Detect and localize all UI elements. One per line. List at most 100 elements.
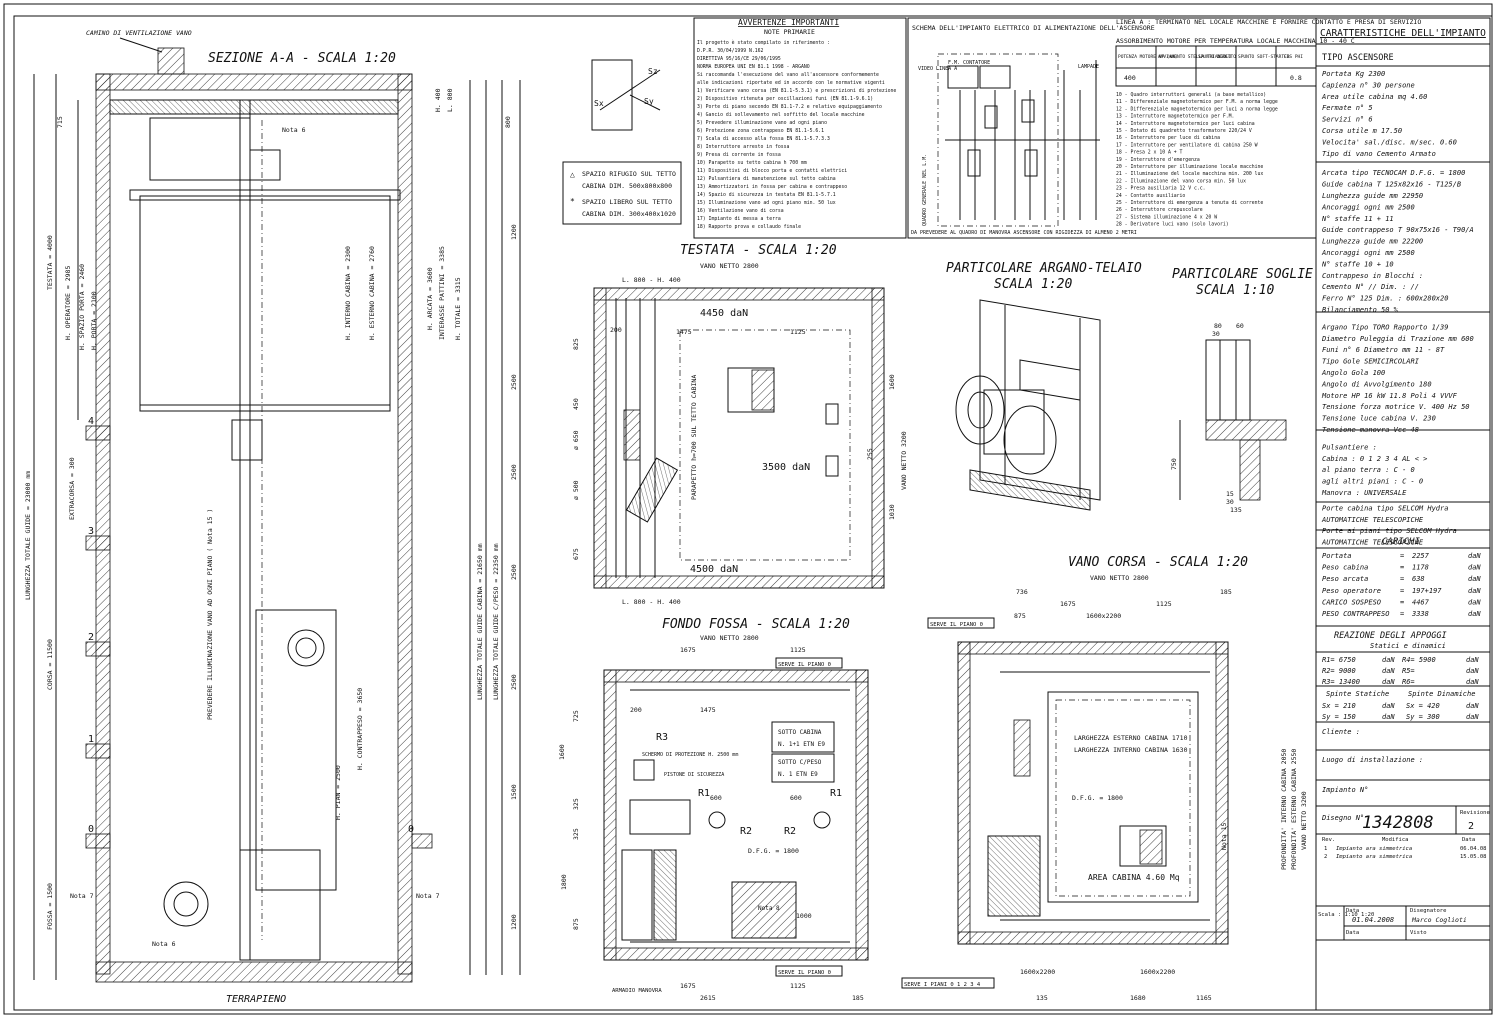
rev-head: Rev.: [1322, 837, 1335, 843]
testata-parapetto: PARAPETTO h=700 SUL TETTO CABINA: [690, 375, 698, 500]
testata-sdim: 450: [572, 398, 580, 410]
carichi-eq: =: [1400, 587, 1404, 595]
fondo-schermo: SCHERMO DI PROTEZIONE H. 2500 mm: [642, 752, 738, 758]
wire-label: QUADRO GENERALE NEL L.M.: [922, 154, 928, 226]
vano-bdim: 1600x2200: [1020, 968, 1055, 976]
avvertenze-line: 13) Ammortizzatori in fossa per cabina e…: [697, 184, 847, 190]
soglie-dim: 30: [1212, 330, 1220, 338]
axes-symbol: Sx Sy Sz: [591, 59, 661, 131]
testata-dim: 1475: [676, 328, 692, 336]
dim-right: 1200: [510, 224, 518, 240]
rev-label: Revisione: [1460, 810, 1490, 816]
shaft-right-wall: [397, 73, 413, 975]
char-line: Pulsantiere :: [1322, 443, 1377, 451]
schema-item: 23 - Presa ausiliaria 12 V c.c.: [1116, 186, 1206, 192]
vano-bdim: 1600x2200: [1140, 968, 1175, 976]
serve-box: [775, 657, 843, 669]
testata-wall: [593, 287, 607, 589]
fondo-dim: 1800: [560, 874, 568, 890]
fondo-dim: 875: [572, 918, 580, 930]
impianto-label: Impianto N°: [1322, 786, 1368, 794]
spinte-s: Spinte Statiche: [1326, 690, 1389, 698]
fondo-label: R2: [740, 826, 752, 837]
fondo-title: FONDO FOSSA - SCALA 1:20: [662, 617, 850, 632]
char-line: Angolo di Avvolgimento 180: [1321, 380, 1432, 388]
fondo-pistone: PISTONE DI SICUREZZA: [664, 772, 724, 778]
data-value: 01.04.2008: [1352, 916, 1394, 924]
schema-note: LINEA A : TERMINATO NEL LOCALE MACCHINE …: [1116, 18, 1421, 26]
schema-note: ASSORBIMENTO MOTORE PER TEMPERATURA LOCA…: [1116, 37, 1355, 45]
data-label: Data: [1346, 908, 1359, 914]
fondo-bdim: 185: [852, 994, 864, 1002]
motor-drum: [955, 375, 1005, 445]
testata-dim: 1125: [790, 328, 806, 336]
avvertenze-line: 6) Protezione zona contrappeso EN 81.1-5…: [697, 128, 824, 134]
vano-dim: 1125: [1156, 600, 1172, 608]
disegnatore-value: Marco Coglioti: [1411, 916, 1467, 924]
frame-beam: [1019, 359, 1081, 401]
testata-load: 3500 daN: [762, 462, 810, 473]
legend-text: SPAZIO LIBERO SUL TETTO: [582, 198, 672, 206]
char-line: Ancoraggi ogni mm 2500: [1321, 203, 1415, 211]
vano-serve: SERVE I PIANI 0 1 2 3 4: [904, 982, 981, 988]
rev-number: 2: [1468, 821, 1474, 832]
ventilation-leader: [119, 37, 163, 53]
vano-label: LARGHEZZA INTERNO CABINA 1630: [1074, 746, 1188, 754]
carichi-unit: daN: [1468, 575, 1481, 583]
reazione-b: R4= 5900: [1402, 656, 1436, 664]
fondo-wall: [603, 669, 869, 683]
fondo-label: SOTTO CABINA: [778, 729, 822, 736]
char-line: Bilanciamento 50 %: [1322, 306, 1399, 314]
rev-m: Impianto ara simmetrica: [1336, 846, 1412, 852]
avvertenze-line: 17) Impianto di messa a terra: [697, 216, 781, 222]
legend-text: CABINA DIM. 300x400x1020: [582, 210, 676, 218]
scala-label: Scala : 1:10 1:20: [1318, 912, 1374, 918]
fondo-armadio: ARMADIO MANOVRA: [612, 988, 662, 994]
motor-head: COS PHI: [1284, 54, 1303, 60]
carichi-unit: daN: [1468, 598, 1481, 606]
breaker: [1024, 149, 1038, 177]
carichi-key: CARICO SOSPESO: [1322, 598, 1381, 606]
title-block: CARATTERISTICHE DELL'IMPIANTO TIPO ASCEN…: [1315, 17, 1491, 1011]
dim-right: 2500: [510, 464, 518, 480]
carichi-key: Peso operatore: [1322, 587, 1381, 595]
vano-bdim: 1165: [1196, 994, 1212, 1002]
schema-item: 14 - Interruttore magnetotermico per luc…: [1116, 121, 1255, 127]
avvertenze-line: 3) Porte di piano secondo EN 81.1-7.2 e …: [697, 104, 882, 110]
schema-item: 10 - Quadro interruttori generali (a bas…: [1116, 92, 1266, 98]
section-title: SEZIONE A-A - SCALA 1:20: [208, 51, 396, 66]
avvertenze-line: 15) Illuminazione vano ad ogni piano min…: [697, 200, 836, 206]
vano-car: [1047, 691, 1199, 903]
schema-item: 18 - Presa 2 x 10 A + T: [1116, 150, 1183, 156]
electrical-schema: SCHEMA DELL'IMPIANTO ELETTRICO DI ALIMEN…: [907, 17, 1421, 239]
avvertenze-line: D.P.R. 30/04/1999 N.162: [697, 48, 764, 54]
counterweight-frame: [231, 419, 263, 461]
char-line: Cemento N° // Dim. : //: [1322, 283, 1419, 291]
dim-right: 2500: [510, 374, 518, 390]
testata-dim: L. 800 - H. 400: [622, 598, 681, 606]
char-title: CARATTERISTICHE DELL'IMPIANTO: [1320, 28, 1486, 39]
schema-item: 16 - Interruttore per luce di cabina: [1116, 135, 1220, 141]
carichi-value: 3338: [1411, 610, 1429, 618]
avvertenze-line: 12) Pulsantiera di manutenzione sul tett…: [697, 176, 836, 182]
vano-dim: 875: [1014, 612, 1026, 620]
fondo-dim: 1000: [796, 912, 812, 920]
vano-label: AREA CABINA 4.60 Mq: [1088, 873, 1180, 882]
motor-head: SPUNTO SOFT-STARTER: [1238, 54, 1290, 60]
avvertenze-line: 16) Ventilazione vano di corsa: [697, 208, 784, 214]
pit-motor-inner: [173, 891, 199, 917]
avvertenze-line: 7) Scala di accesso alla fossa EN 81.1-5…: [697, 136, 830, 142]
schema-item: 19 - Interruttore d'emergenza: [1116, 157, 1200, 163]
motor-head: AVVIAMENTO STELLA TRIANGOLO: [1158, 54, 1231, 60]
char-line: Cabina : 0 1 2 3 4 AL < >: [1322, 455, 1427, 463]
floor-slab: [85, 743, 111, 759]
fondo-label: D.F.G. = 1800: [748, 847, 799, 855]
char-line: Ferro N° 125 Dim. : 600x280x20: [1322, 295, 1448, 303]
char-line: agli altri piani : C - 0: [1322, 478, 1423, 486]
carichi-title: CARICHI: [1382, 537, 1421, 547]
nota-label: Nota 6: [282, 126, 306, 134]
vano-label: PROFONDITA' ESTERNO CABINA 2550: [1290, 749, 1298, 870]
spinta-a: Sy = 150: [1322, 713, 1356, 721]
vano-vano: VANO NETTO 2800: [1090, 574, 1149, 582]
